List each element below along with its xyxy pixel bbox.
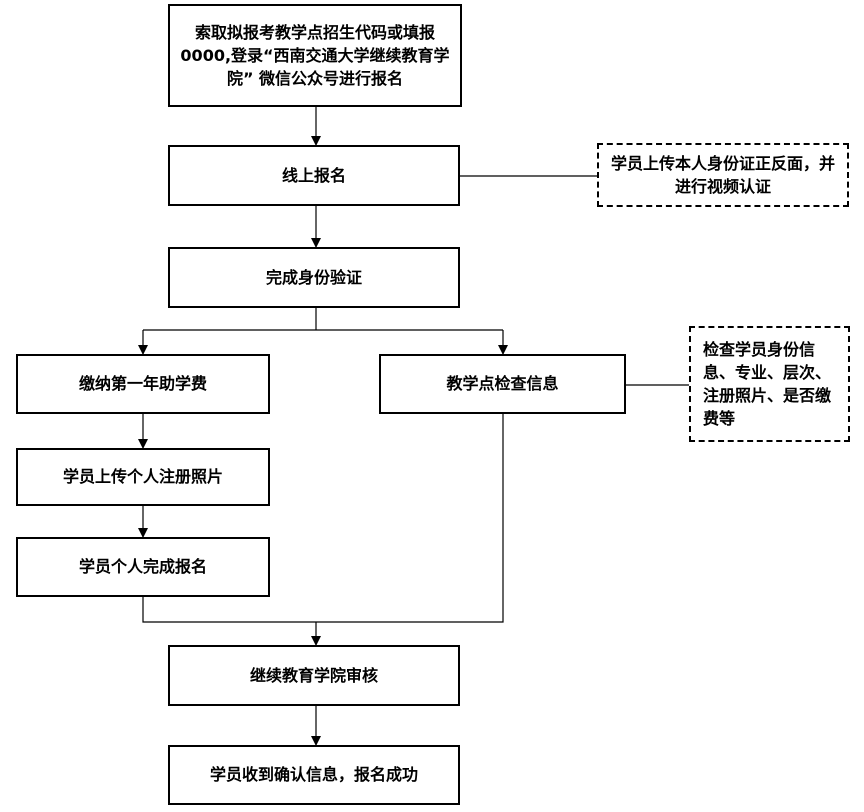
step-success: 学员收到确认信息，报名成功 — [168, 745, 460, 805]
step-identity-verify-label: 完成身份验证 — [265, 267, 362, 287]
step-complete-signup: 学员个人完成报名 — [16, 537, 270, 597]
step-upload-photo-label: 学员上传个人注册照片 — [62, 467, 223, 487]
note-check-items-label: 检查学员身份信息、专业、层次、注册照片、是否缴费等 — [703, 339, 832, 429]
note-check-items: 检查学员身份信息、专业、层次、注册照片、是否缴费等 — [689, 326, 850, 442]
step-online-signup: 线上报名 — [168, 145, 460, 206]
step-school-check: 教学点检查信息 — [379, 354, 626, 414]
note-id-upload: 学员上传本人身份证正反面，并进行视频认证 — [597, 143, 849, 207]
step-school-check-label: 教学点检查信息 — [446, 374, 559, 394]
step-get-code: 索取拟报考教学点招生代码或填报0000,登录“西南交通大学继续教育学院” 微信公… — [168, 4, 462, 107]
step-upload-photo: 学员上传个人注册照片 — [16, 448, 270, 506]
step-get-code-label: 索取拟报考教学点招生代码或填报0000,登录“西南交通大学继续教育学院” 微信公… — [180, 22, 450, 89]
step-success-label: 学员收到确认信息，报名成功 — [209, 765, 418, 785]
step-college-review-label: 继续教育学院审核 — [249, 665, 378, 685]
note-id-upload-label: 学员上传本人身份证正反面，并进行视频认证 — [610, 153, 835, 196]
step-identity-verify: 完成身份验证 — [168, 247, 460, 308]
step-complete-signup-label: 学员个人完成报名 — [78, 557, 207, 577]
merge-left — [142, 414, 504, 623]
step-pay-fee: 缴纳第一年助学费 — [16, 354, 270, 414]
step-college-review: 继续教育学院审核 — [168, 645, 460, 706]
step-online-signup-label: 线上报名 — [281, 165, 346, 185]
step-pay-fee-label: 缴纳第一年助学费 — [78, 374, 207, 394]
